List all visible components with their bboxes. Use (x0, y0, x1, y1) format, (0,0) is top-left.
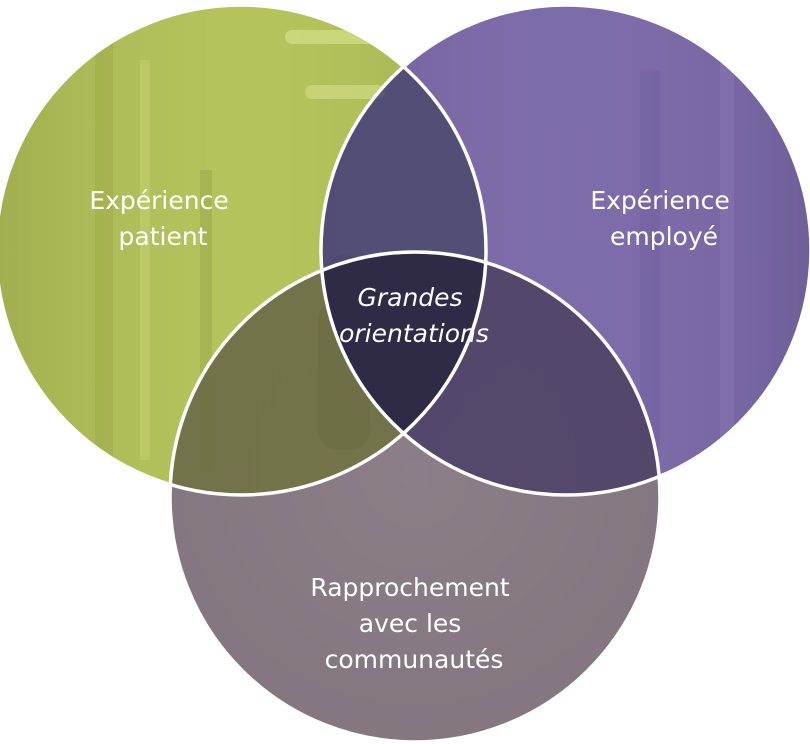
label-center-orientations: Grandes orientations (339, 283, 489, 348)
label-patient-line-1: Expérience (89, 186, 228, 215)
overlaps (170, 5, 660, 495)
label-community-line-3: communautés (325, 645, 504, 674)
label-community-outreach: Rapprochement avec les communautés (310, 573, 517, 674)
label-patient-experience: Expérience patient (89, 186, 236, 251)
label-patient-line-2: patient (119, 222, 208, 251)
label-employee-line-2: employé (610, 222, 718, 251)
label-center-line-1: Grandes (357, 283, 462, 312)
label-employee-line-1: Expérience (590, 186, 729, 215)
label-community-line-2: avec les (359, 609, 462, 638)
label-center-line-2: orientations (339, 319, 489, 348)
label-community-line-1: Rapprochement (310, 573, 509, 602)
overlap-patient-community (170, 252, 486, 495)
overlap-employee-community (321, 252, 660, 495)
label-employee-experience: Expérience employé (590, 186, 737, 251)
circle-outlines (0, 3, 810, 744)
